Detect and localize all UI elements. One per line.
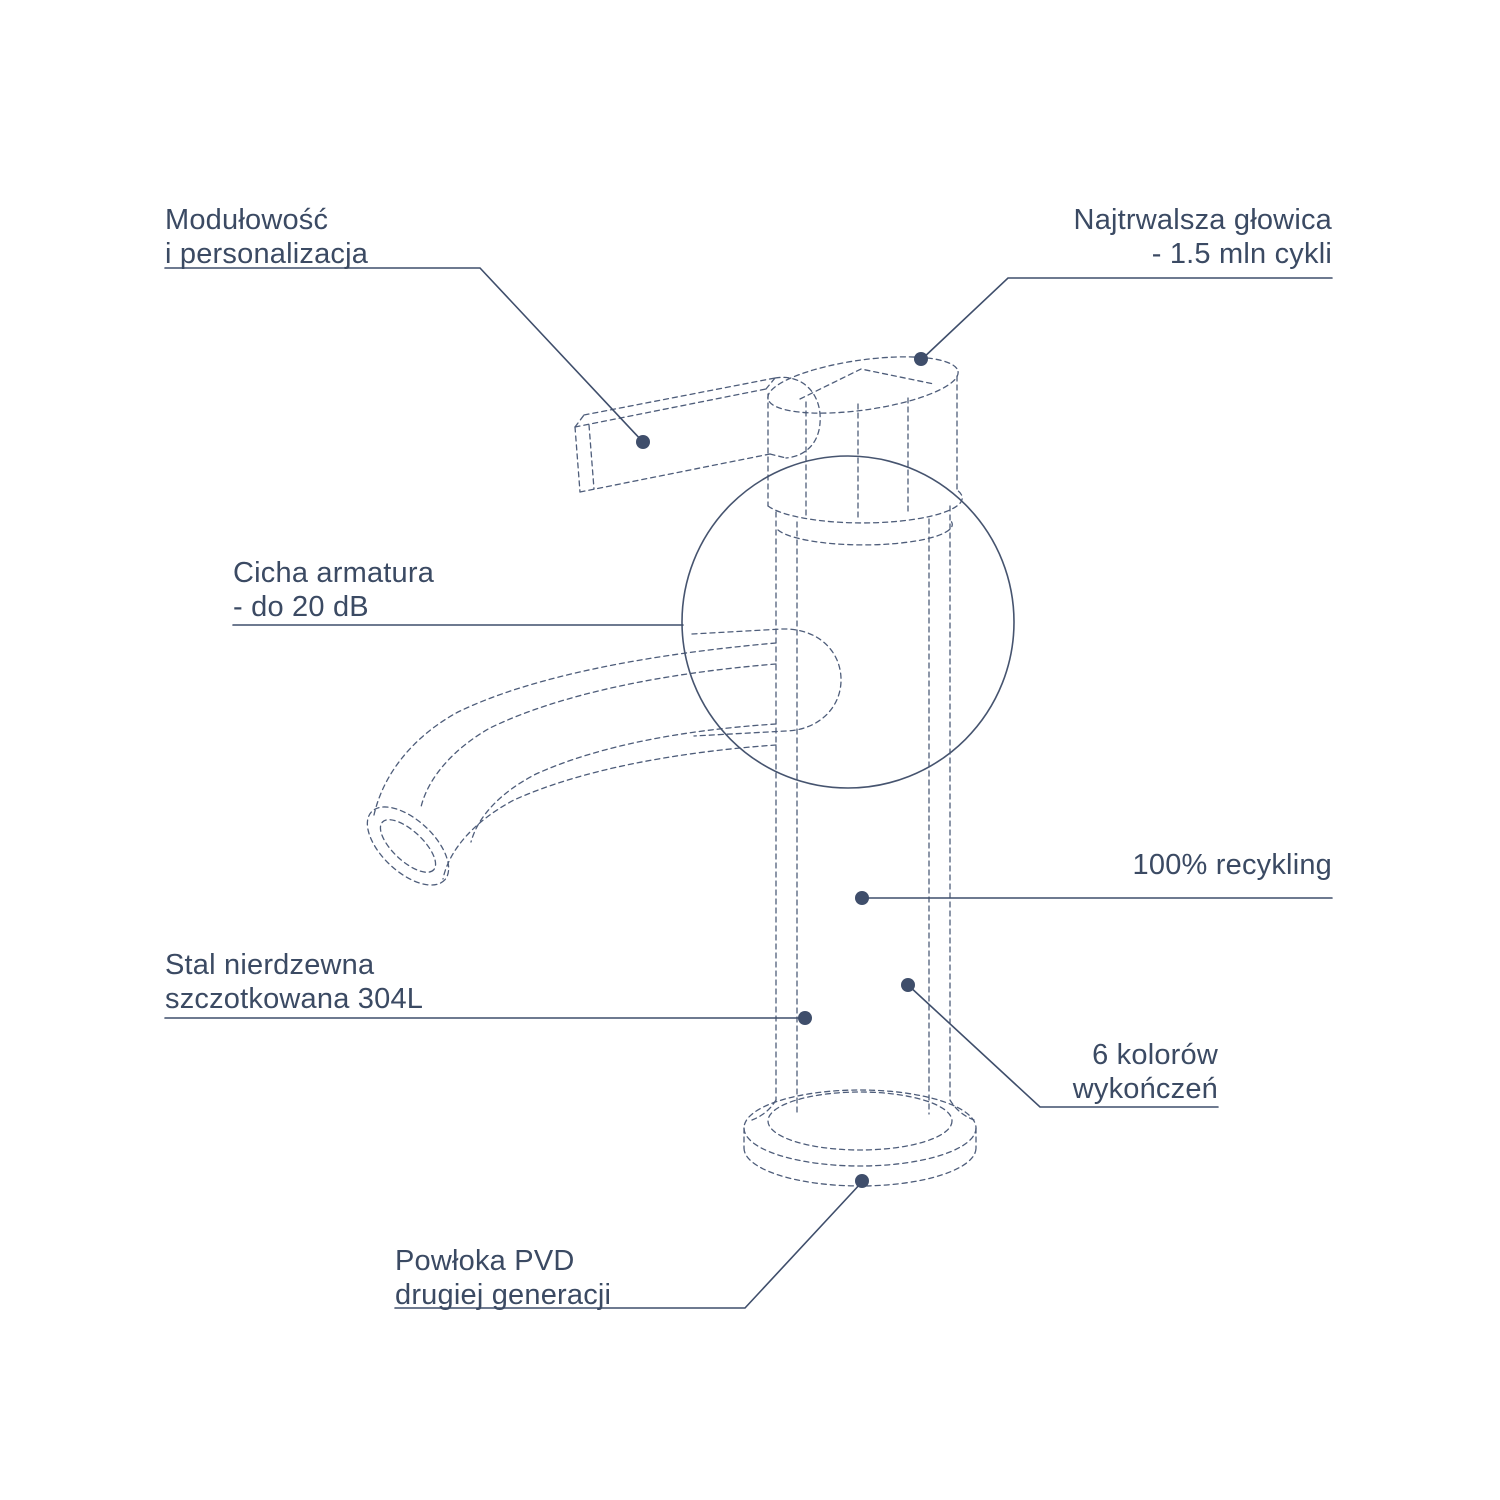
anchor-dots [636,352,928,1188]
label-modularity-line2: i personalizacja [165,238,369,270]
anchor-dot-recycling [855,891,869,905]
label-pvd-line1: Powłoka PVD [395,1245,575,1277]
anchor-dot-pvd [855,1174,869,1188]
label-quiet-line1: Cicha armatura [233,557,435,589]
faucet-head [767,356,963,546]
leader-finishes [907,984,1219,1108]
leader-pvd [394,1181,863,1309]
label-quiet-line2: - do 20 dB [233,591,369,623]
label-quiet: Cicha armatura - do 20 dB [233,556,434,624]
anchor-dot-modularity [636,435,650,449]
label-recycling: 100% recykling [1133,848,1332,882]
label-durable-head: Najtrwalsza głowica - 1.5 mln cykli [1074,203,1332,271]
faucet-base [743,1089,977,1187]
faucet-body [751,505,975,1121]
label-pvd-line2: drugiej generacji [395,1279,612,1311]
anchor-dot-finishes [901,978,915,992]
label-finishes-line2: wykończeń [1072,1073,1218,1105]
faucet-lever [574,376,821,493]
label-pvd: Powłoka PVD drugiej generacji [395,1244,611,1312]
label-recycling-line1: 100% recykling [1132,849,1332,881]
label-finishes: 6 kolorów wykończeń [1073,1038,1218,1106]
label-durable-head-line1: Najtrwalsza głowica [1073,204,1332,236]
label-steel-line1: Stal nierdzewna [165,949,375,981]
anchor-dot-durable-head [914,352,928,366]
label-durable-head-line2: - 1.5 mln cykli [1151,238,1332,270]
label-steel: Stal nierdzewna szczotkowana 304L [165,948,423,1016]
label-steel-line2: szczotkowana 304L [165,983,424,1015]
leader-modularity [164,267,644,443]
leader-lines [164,267,1333,1309]
leader-durable-head [920,277,1333,361]
faucet-spout [366,628,842,886]
detail-circle [681,455,1015,789]
anchor-dot-steel [798,1011,812,1025]
label-modularity: Modułowość i personalizacja [165,203,368,271]
label-finishes-line1: 6 kolorów [1092,1039,1218,1071]
label-modularity-line1: Modułowość [165,204,329,236]
